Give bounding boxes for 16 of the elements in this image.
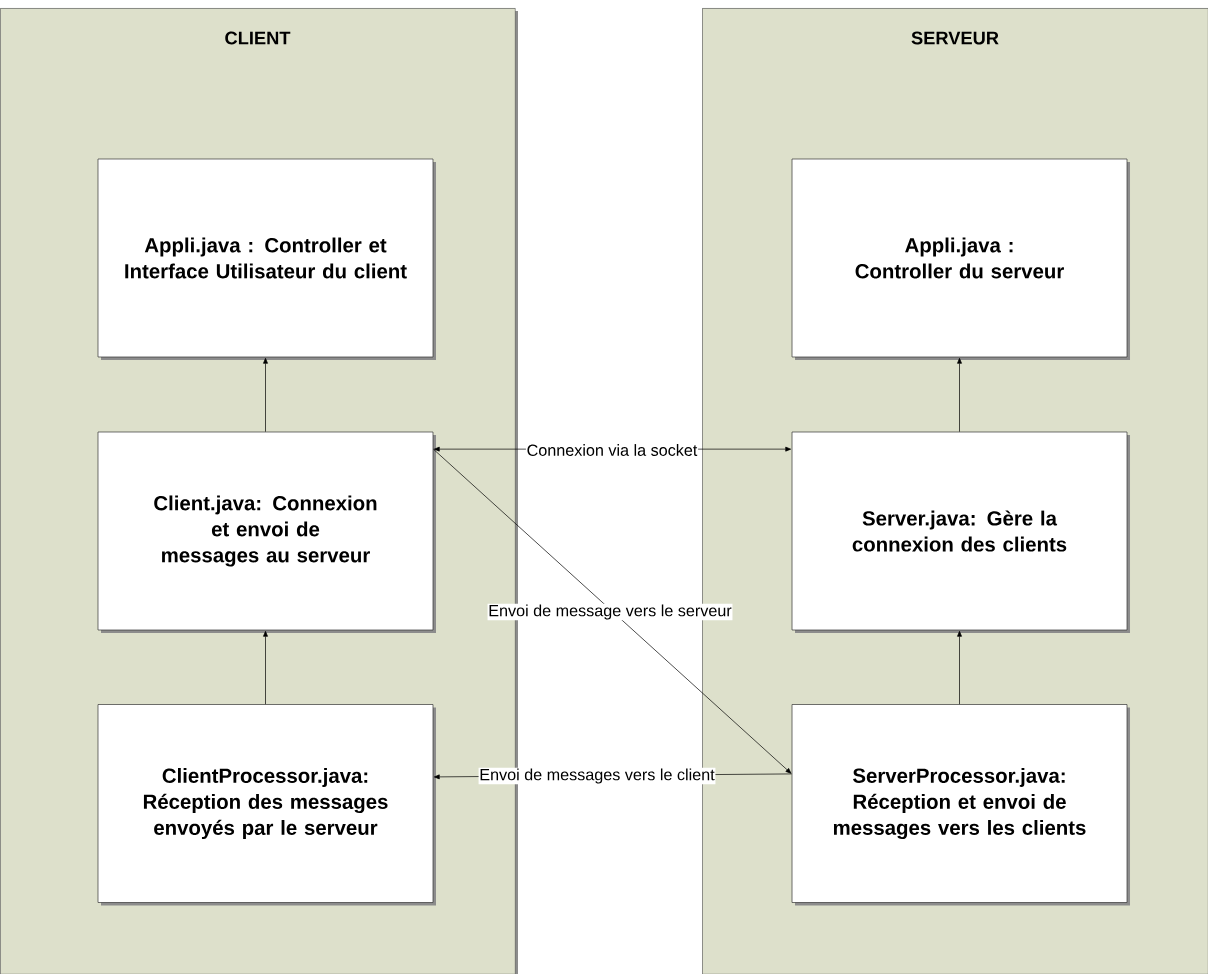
panel-heading: CLIENT: [225, 31, 291, 45]
arrow: [957, 630, 962, 705]
process-box: Client.java: Connexion et envoi de messages au serveur: [97, 431, 436, 633]
arrow: [263, 357, 268, 432]
arrow: [263, 630, 268, 705]
process-box: Appli.java : Controller du serveur: [791, 158, 1130, 360]
process-box: Server.java: Gère la connexion des clients: [791, 431, 1130, 633]
process-box: ClientProcessor.java: Réception des messages envoyés par le serveur: [97, 704, 436, 906]
process-box: Appli.java : Controller et Interface Utilisateur du client: [97, 158, 436, 360]
edge-label: Envoi de messages vers le client: [478, 767, 716, 785]
edge-label: Connexion via la socket: [525, 443, 699, 457]
panel-heading: SERVEUR: [911, 31, 999, 45]
arrow: [433, 448, 792, 774]
arrow: [957, 357, 962, 432]
process-box: ServerProcessor.java: Réception et envoi de messages vers les clients: [791, 704, 1130, 906]
edge-label: Envoi de message vers le serveur: [487, 603, 733, 621]
